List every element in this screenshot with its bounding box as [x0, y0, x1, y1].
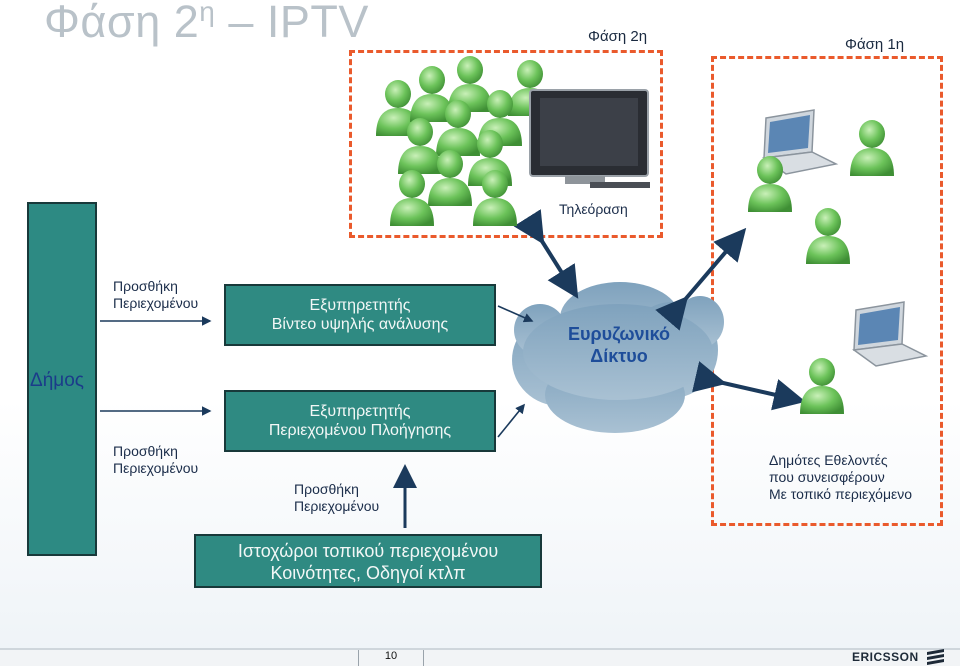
tv-icon: [529, 89, 650, 188]
page-number: 10: [358, 650, 424, 666]
tv-caption: Τηλεόραση: [559, 201, 628, 217]
arrow-network-volunteers-bottom: [692, 361, 806, 411]
slide-footer: [0, 648, 960, 666]
municipality-label: Δήμος: [30, 370, 84, 391]
arrow-video-network: [497, 305, 534, 323]
viewers-group: [376, 56, 552, 226]
volunteers-caption: Δημότες Εθελοντές που συνεισφέρουν Με το…: [769, 452, 913, 502]
slide-title: Φάση 2η – IPTV: [44, 0, 369, 47]
arrow-network-volunteers-top: [655, 227, 747, 331]
ericsson-logo-mark: [927, 649, 944, 665]
arrow-network-tv: [513, 209, 579, 299]
municipality-bar: [27, 202, 97, 556]
volunteers-group: [748, 109, 927, 414]
ericsson-logo: ERICSSON: [852, 650, 919, 664]
phase2-region: [349, 50, 663, 238]
phase1-label: Φάση 1η: [845, 36, 905, 53]
arrow-nav-network: [497, 403, 526, 438]
phase2-label: Φάση 2η: [588, 28, 648, 45]
